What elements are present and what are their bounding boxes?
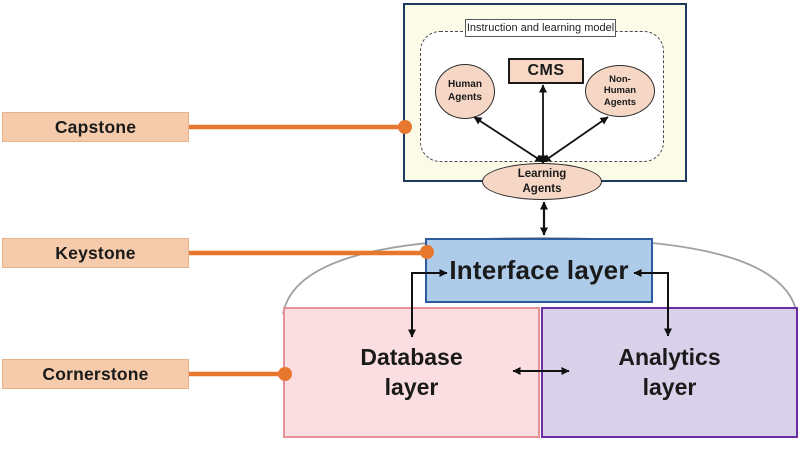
learning-agents-label: Learning Agents bbox=[517, 168, 567, 195]
human-agents-label: Human Agents bbox=[448, 79, 482, 103]
keystone-label-box: Keystone bbox=[2, 238, 189, 268]
non-human-agents-label: Non- Human Agents bbox=[603, 73, 637, 108]
model-title: Instruction and learning model bbox=[466, 22, 615, 34]
model-title-box: Instruction and learning model bbox=[465, 19, 616, 37]
analytics-layer-label: Analytics layer bbox=[618, 343, 721, 400]
cornerstone-label: Cornerstone bbox=[42, 363, 149, 384]
database-layer-label: Database layer bbox=[360, 343, 463, 400]
cms-box: CMS bbox=[508, 58, 584, 84]
interface-layer-box: Interface layer bbox=[425, 238, 653, 303]
instruction-model-box: Instruction and learning model CMS Human… bbox=[403, 3, 687, 182]
analytics-layer-box: Analytics layer bbox=[541, 307, 798, 438]
non-human-agents-ellipse: Non- Human Agents bbox=[585, 65, 655, 117]
keystone-label: Keystone bbox=[55, 242, 136, 263]
learning-agents-ellipse: Learning Agents bbox=[482, 163, 602, 200]
database-layer-box: Database layer bbox=[283, 307, 540, 438]
cms-label: CMS bbox=[527, 62, 565, 79]
interface-layer-label: Interface layer bbox=[449, 255, 629, 285]
capstone-label-box: Capstone bbox=[2, 112, 189, 142]
capstone-label: Capstone bbox=[54, 116, 137, 137]
human-agents-ellipse: Human Agents bbox=[435, 64, 495, 119]
cornerstone-label-box: Cornerstone bbox=[2, 359, 189, 389]
